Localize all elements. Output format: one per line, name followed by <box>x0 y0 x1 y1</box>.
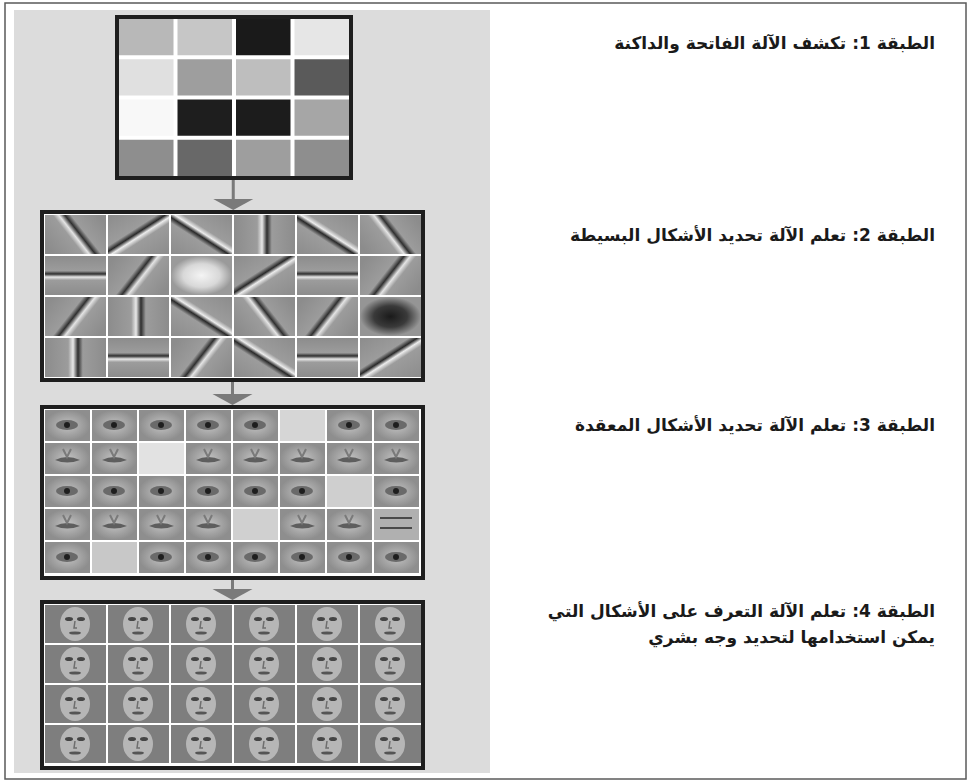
image-column-ground <box>14 10 490 773</box>
layer-panel: الطبقة 1: تكشف الآلة الفاتحة والداكنة <box>115 15 353 180</box>
layer-description: الطبقة 3: تعلم الآلة تحديد الأشكال المعق… <box>505 412 935 438</box>
flow-arrow <box>213 382 253 405</box>
layer3-face-parts <box>40 405 425 580</box>
layer1-pixel-grid <box>115 15 353 180</box>
layer-description: الطبقة 2: تعلم الآلة تحديد الأشكال البسي… <box>505 222 935 248</box>
layer-panel: الطبقة 2: تعلم الآلة تحديد الأشكال البسي… <box>40 210 425 382</box>
layer-description: الطبقة 1: تكشف الآلة الفاتحة والداكنة <box>505 30 935 56</box>
layer-panel: الطبقة 4: تعلم الآلة التعرف على الأشكال … <box>40 600 425 770</box>
layer2-edge-filters <box>40 210 425 382</box>
layer-caption: الطبقة 4: تعلم الآلة التعرف على الأشكال … <box>505 598 935 651</box>
layer4-face-grid <box>40 600 425 770</box>
flow-arrow <box>213 180 253 210</box>
layer-panel: الطبقة 3: تعلم الآلة تحديد الأشكال المعق… <box>40 405 425 580</box>
layer-caption: الطبقة 2: تعلم الآلة تحديد الأشكال البسي… <box>505 222 935 248</box>
outer-frame <box>5 3 966 779</box>
layer-description: الطبقة 4: تعلم الآلة التعرف على الأشكال … <box>505 598 935 651</box>
layer-caption: الطبقة 1: تكشف الآلة الفاتحة والداكنة <box>505 30 935 56</box>
layer-caption: الطبقة 3: تعلم الآلة تحديد الأشكال المعق… <box>505 412 935 438</box>
flow-arrow <box>213 580 253 600</box>
